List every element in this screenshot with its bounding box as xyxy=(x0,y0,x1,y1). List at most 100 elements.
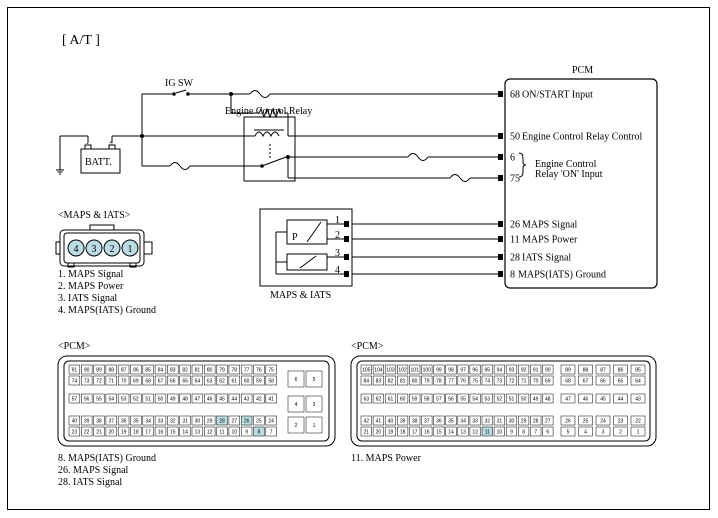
pcm-connector-pin xyxy=(493,426,505,437)
pcm-connector-pin-number: 90 xyxy=(545,368,551,374)
pcm-connector-pin xyxy=(265,426,277,437)
pcm-connector-pin-number: 54 xyxy=(109,397,115,403)
pcm-connector-pin-number: 4 xyxy=(584,430,587,436)
pcm-connector-pin xyxy=(216,364,228,375)
pcm-connector-pin xyxy=(130,393,142,404)
pcm-connector-pin-number: 98 xyxy=(448,368,454,374)
pcm-pin-terminal xyxy=(498,175,503,181)
pcm-connector-pin-number: 66 xyxy=(600,379,606,385)
pcm-connector-pin xyxy=(433,375,445,386)
pcm-connector-pin xyxy=(130,415,142,426)
maps-connector: <MAPS & IATS> xyxy=(55,210,153,268)
pcm-connector-pin xyxy=(117,375,130,386)
pcm-connector-pin-number: 69 xyxy=(545,379,551,385)
connector-pin xyxy=(121,239,139,257)
pcm-left-legend-item: 28. IATS Signal xyxy=(58,477,123,488)
pcm-connector-pin-number: 7 xyxy=(270,430,273,436)
pcm-connector-pin-number: 14 xyxy=(448,430,454,436)
pcm-connector-pin-number: 1 xyxy=(313,423,316,429)
pcm-connector-pin xyxy=(265,375,277,386)
pcm-connector-pin-number: 33 xyxy=(158,419,164,425)
pcm-connector-pin-number: 39 xyxy=(84,419,90,425)
pcm-connector-pin xyxy=(253,375,265,386)
pcm-connector-pin xyxy=(93,364,105,375)
pcm-connector-pin-number: 79 xyxy=(219,368,225,374)
pcm-connector-pin-number: 26 xyxy=(565,419,571,425)
pcm-connector-pin xyxy=(204,364,216,375)
pcm-connector-pin-number: 72 xyxy=(509,379,515,385)
pcm-connector-pin-number: 80 xyxy=(207,368,213,374)
pcm-connector-pin-number: 57 xyxy=(72,397,78,403)
pcm-right-title: <PCM> xyxy=(351,341,384,352)
pcm-connector-pin-number: 65 xyxy=(182,379,188,385)
pcm-pin-label: MAPS Signal xyxy=(522,220,578,231)
pcm-connector-pin xyxy=(630,426,646,437)
maps-iats-sensor: P MAPS & IATS xyxy=(259,208,353,301)
pcm-pin-terminal xyxy=(498,133,503,139)
pcm-connector-pin-number: 38 xyxy=(96,419,102,425)
pcm-connector-pin xyxy=(240,426,253,437)
pcm-label: PCM xyxy=(572,65,593,76)
pcm-connector-pin xyxy=(179,415,191,426)
pcm-connector-pin xyxy=(481,393,493,404)
pcm-connector-pin-number: 6 xyxy=(295,377,298,383)
pcm-connector-pin xyxy=(530,364,542,375)
pcm-connector-pin xyxy=(469,393,481,404)
pcm-connector-pin xyxy=(433,393,445,404)
maps-pin-terminal xyxy=(344,221,349,227)
pcm-connector-pin-number: 68 xyxy=(145,379,151,385)
pcm-connector-pin-number: 44 xyxy=(232,397,238,403)
pcm-connector-pin xyxy=(154,364,167,375)
pcm-connector-pin xyxy=(105,364,117,375)
pcm-connector-pin xyxy=(191,364,204,375)
pcm-connector-pin-number: 100 xyxy=(423,368,432,374)
pcm-connector-pin-number: 68 xyxy=(565,379,571,385)
pcm-connector-pin xyxy=(397,364,409,375)
pcm-connector-pin xyxy=(445,426,457,437)
pcm-connector-pin xyxy=(530,375,542,386)
pcm-connector-pin-number: 21 xyxy=(96,430,102,436)
pcm-connector-pin-number: 74 xyxy=(485,379,491,385)
pcm-connector-pin-number: 11 xyxy=(485,430,490,436)
pcm-connector-pin xyxy=(305,416,323,434)
maps-iats-label: MAPS & IATS xyxy=(270,290,331,301)
pcm-connector-pin xyxy=(204,415,216,426)
pcm-left-title: <PCM> xyxy=(58,341,91,352)
pcm-connector-pin-number: 23 xyxy=(72,430,78,436)
maps-pin-number: 3 xyxy=(335,248,340,259)
pcm-connector-pin-number: 85 xyxy=(145,368,151,374)
pcm-connector-pin-number: 92 xyxy=(521,368,527,374)
pcm-connector-pin-number: 5 xyxy=(313,377,316,383)
wires xyxy=(112,89,498,275)
pcm-connector-pin xyxy=(228,426,240,437)
pcm-connector-pin xyxy=(240,415,253,426)
pcm-connector-pin xyxy=(105,393,117,404)
pcm-connector-pin-number: 86 xyxy=(133,368,139,374)
pcm-connector-pin-number: 18 xyxy=(400,430,406,436)
pcm-left-legend-item: 26. MAPS Signal xyxy=(58,465,129,476)
pcm-connector-pin xyxy=(560,393,576,404)
pcm-connector-pin-number: 23 xyxy=(618,419,624,425)
pcm-connector-pin-number: 57 xyxy=(436,397,442,403)
pcm-connector-pin xyxy=(481,375,493,386)
pcm-connector-pin xyxy=(445,415,457,426)
pcm-connector-pin xyxy=(613,375,628,386)
pcm-connector-pin xyxy=(469,415,481,426)
pcm-connector-pin-number: 24 xyxy=(600,419,606,425)
connector-pin xyxy=(103,239,121,257)
pcm-connector-pin xyxy=(578,375,593,386)
pcm-connector-pin-number: 64 xyxy=(635,379,641,385)
connector-pin xyxy=(85,239,103,257)
pcm-connector-pin xyxy=(81,364,93,375)
pcm-connector-pin xyxy=(68,415,81,426)
pcm-connector-pin xyxy=(433,415,445,426)
pcm-connector-pin xyxy=(154,393,167,404)
pcm-connector-pin xyxy=(384,426,397,437)
pcm-connector-pin-number: 52 xyxy=(497,397,503,403)
pcm-connector-pin-number: 91 xyxy=(72,368,78,374)
pcm-connector-pin-number: 60 xyxy=(400,397,406,403)
pcm-connector-pin xyxy=(240,375,253,386)
pcm-connector-pin xyxy=(81,426,93,437)
maps-pin-number: 1 xyxy=(335,215,340,226)
